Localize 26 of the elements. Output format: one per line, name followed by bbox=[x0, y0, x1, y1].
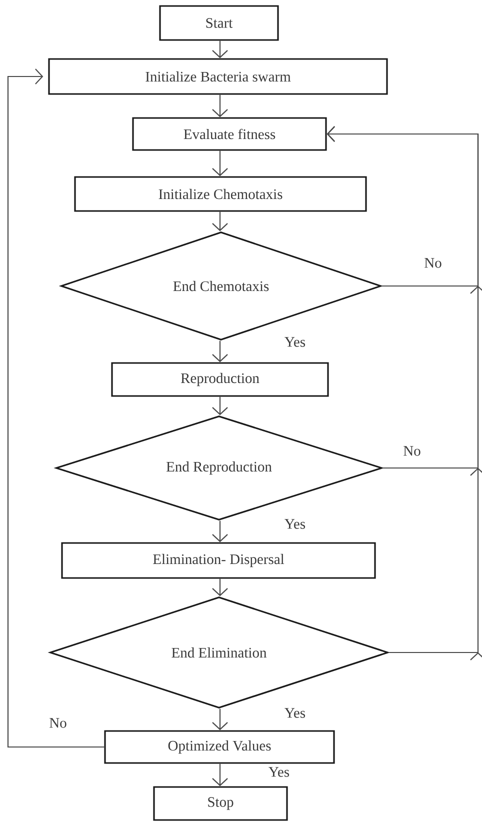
process-box: Stop bbox=[153, 786, 288, 821]
arrow bbox=[212, 764, 228, 786]
arrow bbox=[212, 520, 228, 542]
edge-label: Yes bbox=[283, 707, 307, 719]
arrow bbox=[212, 94, 228, 118]
edge-label: No bbox=[423, 257, 443, 269]
arrow bbox=[212, 212, 228, 232]
process-box: Start bbox=[159, 5, 279, 41]
edge-label: Yes bbox=[267, 766, 291, 778]
edge-label: Yes bbox=[283, 518, 307, 530]
process-box: Optimized Values bbox=[104, 730, 335, 764]
arrow bbox=[212, 578, 228, 596]
edge-label: No bbox=[48, 717, 68, 729]
arrow bbox=[212, 396, 228, 416]
process-box: Initialize Bacteria swarm bbox=[48, 58, 388, 95]
edge-label: No bbox=[402, 445, 422, 457]
process-box: Elimination- Dispersal bbox=[61, 542, 376, 579]
arrow bbox=[326, 126, 482, 660]
arrow bbox=[212, 708, 228, 730]
process-box: Reproduction bbox=[111, 362, 329, 397]
arrow bbox=[212, 150, 228, 176]
arrow bbox=[212, 340, 228, 362]
arrow bbox=[7, 68, 104, 748]
arrow bbox=[212, 40, 228, 58]
process-box: Evaluate fitness bbox=[132, 117, 327, 151]
process-box: Initialize Chemotaxis bbox=[74, 176, 367, 212]
